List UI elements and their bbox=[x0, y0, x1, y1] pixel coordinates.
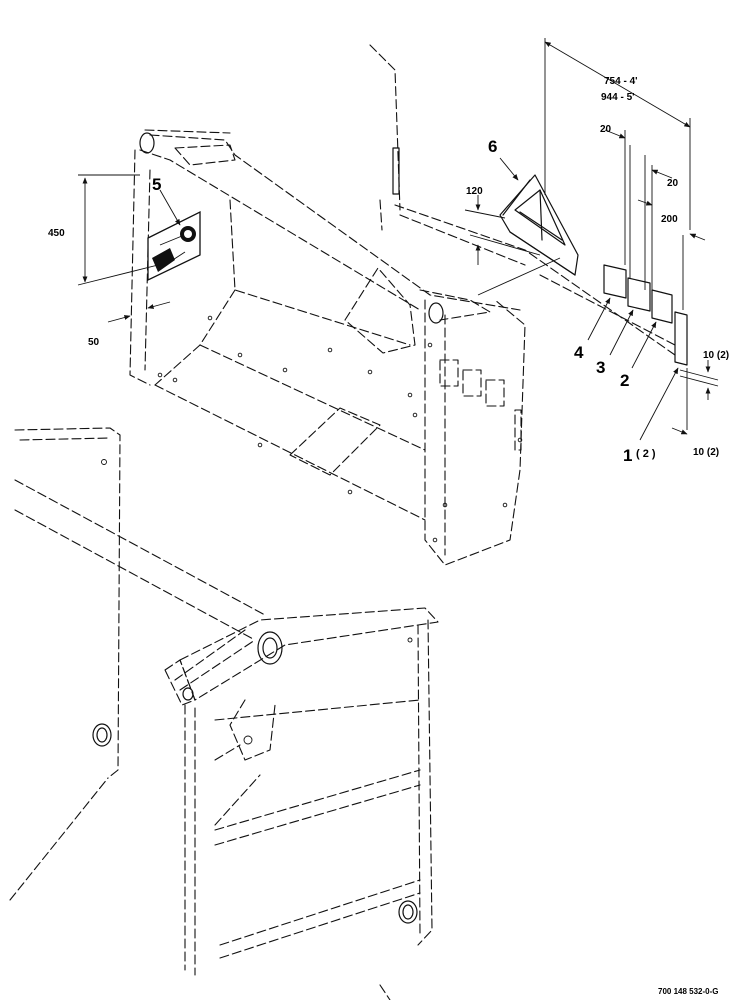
callout-5: 5 bbox=[152, 175, 161, 194]
dim-120: 120 bbox=[466, 186, 483, 197]
dim-10-a: 10 (2) bbox=[703, 350, 729, 361]
reflector-6 bbox=[499, 174, 579, 276]
callout-3: 3 bbox=[596, 358, 605, 377]
decal-1 bbox=[674, 311, 688, 366]
decal-3 bbox=[627, 277, 651, 312]
dim-20-a: 20 bbox=[600, 124, 612, 135]
right-pivot-tube bbox=[428, 302, 444, 324]
slot-rect bbox=[392, 147, 400, 195]
hinge-tube bbox=[257, 631, 283, 665]
decal-2 bbox=[651, 289, 673, 324]
callout-6: 6 bbox=[488, 137, 497, 156]
dim-450: 450 bbox=[48, 228, 65, 239]
dim-10-b: 10 (2) bbox=[693, 447, 719, 458]
dim-754: 754 - 4' bbox=[604, 76, 638, 87]
callout-1-quantity: ( 2 ) bbox=[636, 448, 656, 460]
dim-50: 50 bbox=[88, 337, 100, 348]
dimension-lines bbox=[77, 38, 719, 441]
dim-20-b: 20 bbox=[667, 178, 679, 189]
callout-1: 1 bbox=[623, 446, 632, 465]
decal-4 bbox=[603, 264, 627, 299]
upper-frame-assembly bbox=[129, 44, 676, 566]
lower-frame-assembly bbox=[9, 427, 439, 1000]
dim-200: 200 bbox=[661, 214, 678, 225]
left-pivot-tube bbox=[139, 132, 155, 154]
drawing-number: 700 148 532-0-G bbox=[658, 987, 719, 996]
callout-4: 4 bbox=[574, 343, 584, 362]
decal-5 bbox=[147, 210, 201, 282]
dim-944: 944 - 5' bbox=[601, 92, 635, 103]
callout-2: 2 bbox=[620, 371, 629, 390]
